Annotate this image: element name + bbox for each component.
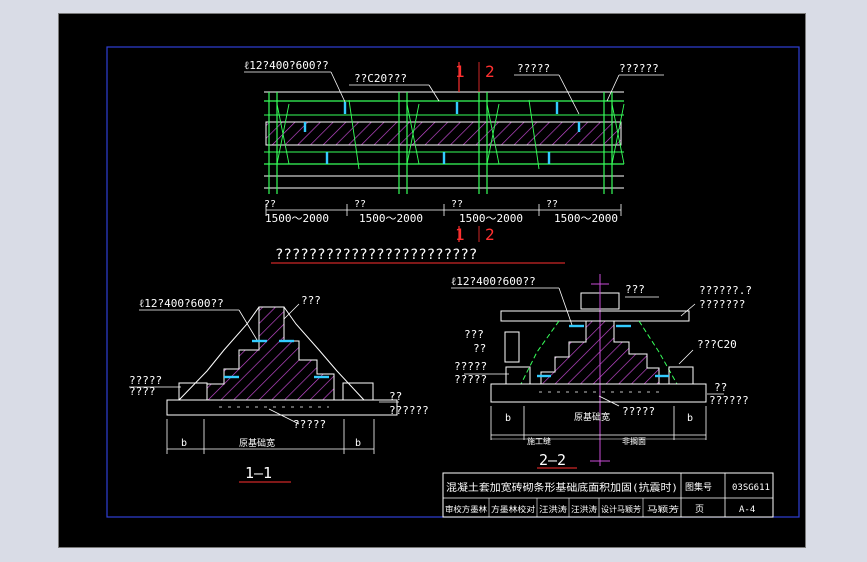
plan-hatched-band bbox=[265, 121, 622, 146]
plan-section-mark-2: 2 bbox=[485, 62, 495, 81]
section1-label-bottom: ????? bbox=[293, 418, 326, 431]
plan-label-rebar: ℓ12?400?600?? bbox=[244, 59, 329, 72]
plan-bottom-mark-2: 2 bbox=[485, 225, 495, 244]
section2-label-top-right-1: ??????.? bbox=[699, 284, 752, 297]
section2-label-left-4: ????? bbox=[454, 373, 487, 386]
title-block-page-label: 页 bbox=[695, 504, 704, 515]
section-1-1: ℓ12?400?600?? ??? ????? ???? ?? ?????? ?… bbox=[129, 294, 429, 483]
plan-label-mid: ????? bbox=[517, 62, 550, 75]
plan-caption: ???????????????????????? bbox=[275, 247, 477, 263]
section2-label-right-2: ?????? bbox=[709, 394, 749, 407]
plan-label-right: ?????? bbox=[619, 62, 659, 75]
section1-label-rebar: ℓ12?400?600?? bbox=[139, 297, 224, 310]
plan-dimension-3: 1500～2000 bbox=[459, 212, 523, 225]
title-block-cell-5: 设计马颖芳 bbox=[601, 504, 641, 514]
plan-section-mark-1: 1 bbox=[455, 62, 465, 81]
plan-dimension-4: 1500～2000 bbox=[554, 212, 618, 225]
title-block-cell-3: 汪洪涛 bbox=[539, 504, 567, 514]
section1-label-left-1: ????? bbox=[129, 374, 162, 387]
section2-sub-right: 非搁面 bbox=[622, 436, 646, 446]
section2-label-left-1: ??? bbox=[464, 328, 484, 341]
section1-width-label: 原基础宽 bbox=[239, 437, 275, 449]
plan-dimension-2: 1500～2000 bbox=[359, 212, 423, 225]
plan-bottom-mark-1: 1 bbox=[455, 225, 465, 244]
section-2-2: ℓ12?400?600?? ??? ??????.? ??????? ??? ?… bbox=[451, 274, 752, 469]
title-block: 混凝土套加宽砖砌条形基础底面积加固(抗震时) 图集号 03SG611 审校方墨林… bbox=[442, 472, 774, 518]
section2-label-top-right-2: ??????? bbox=[699, 298, 745, 311]
title-block-cell-2: 方墨林校对 bbox=[491, 504, 535, 514]
cad-drawing: ℓ12?400?600?? ??C20??? ????? ?????? 1 2 … bbox=[106, 46, 800, 518]
plan-spacing-3: ?? bbox=[451, 199, 463, 210]
section1-title: 1—1 bbox=[245, 464, 272, 482]
section2-label-bottom: ????? bbox=[622, 405, 655, 418]
section2-brick-footing bbox=[540, 320, 660, 385]
section1-b-left: b bbox=[181, 438, 187, 449]
title-block-cell-1: 审校方墨林 bbox=[445, 504, 487, 514]
section1-b-right: b bbox=[355, 438, 361, 449]
title-block-atlas-label: 图集号 bbox=[685, 481, 712, 493]
section2-label-left-2: ?? bbox=[473, 342, 486, 355]
plan-view: ℓ12?400?600?? ??C20??? ????? ?????? 1 2 … bbox=[244, 59, 664, 264]
section2-label-right-1: ?? bbox=[714, 381, 727, 394]
section2-sub-left: 施工缝 bbox=[527, 436, 551, 446]
section2-label-wall: ??? bbox=[625, 283, 645, 296]
title-block-title: 混凝土套加宽砖砌条形基础底面积加固(抗震时) bbox=[446, 481, 678, 494]
section1-label-wall: ??? bbox=[301, 294, 321, 307]
title-block-cell-6: 马颖芳 bbox=[647, 504, 679, 514]
section1-label-left-2: ???? bbox=[129, 385, 156, 398]
section1-brick-footing bbox=[206, 306, 335, 401]
section2-title: 2—2 bbox=[539, 451, 566, 469]
plan-spacing-4: ?? bbox=[546, 199, 558, 210]
section1-label-right-2: ?????? bbox=[389, 404, 429, 417]
plan-dimension-1: 1500～2000 bbox=[265, 212, 329, 225]
section1-label-right-1: ?? bbox=[389, 390, 402, 403]
title-block-atlas-no: 03SG611 bbox=[732, 483, 770, 493]
plan-label-concrete: ??C20??? bbox=[354, 72, 407, 85]
section2-label-left-3: ????? bbox=[454, 360, 487, 373]
title-block-cell-4: 汪洪涛 bbox=[571, 504, 597, 514]
title-block-page-no: A-4 bbox=[739, 505, 755, 515]
section2-label-rebar: ℓ12?400?600?? bbox=[451, 275, 536, 288]
plan-spacing-2: ?? bbox=[354, 199, 366, 210]
section2-width-label: 原基础宽 bbox=[574, 411, 610, 423]
section2-label-c20: ???C20 bbox=[697, 338, 737, 351]
section2-b-right: b bbox=[687, 413, 693, 424]
section2-b-left: b bbox=[505, 413, 511, 424]
drawing-frame: ℓ12?400?600?? ??C20??? ????? ?????? 1 2 … bbox=[58, 13, 806, 548]
plan-spacing-1: ?? bbox=[264, 199, 276, 210]
